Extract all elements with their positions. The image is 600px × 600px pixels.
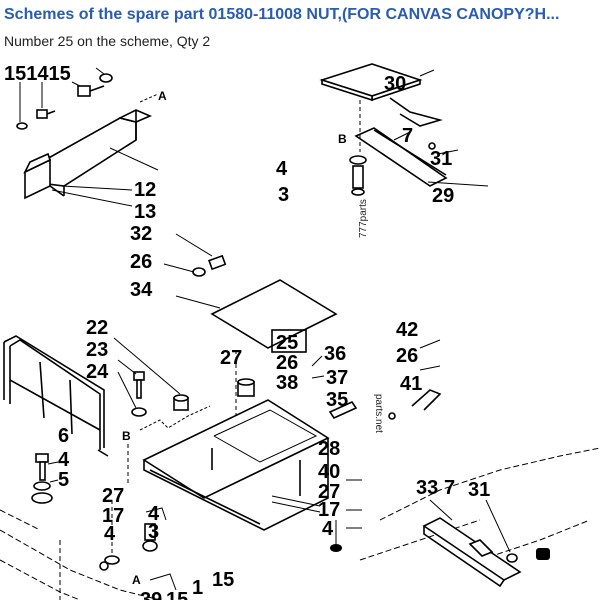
callout-33: 33 <box>416 477 438 499</box>
cover-plate-34 <box>163 233 338 349</box>
callout-4-upper: 4 <box>276 158 288 180</box>
callout-31-upper: 31 <box>430 148 452 170</box>
callout-1: 1 <box>192 577 203 599</box>
callout-6: 6 <box>58 425 69 447</box>
callout-27-right: 27 <box>318 481 340 503</box>
callout-23: 23 <box>86 339 108 361</box>
callout-4-lower-a: 4 <box>148 503 160 525</box>
bolt-washer-left <box>31 453 59 504</box>
watermark-777parts: 777parts <box>358 199 369 238</box>
bracket-41 <box>388 339 442 420</box>
mount-22-24 <box>113 337 211 431</box>
bolt-15-left <box>16 109 56 130</box>
callout-7-upper: 7 <box>402 125 413 147</box>
parts-scheme-diagram: 151415 A 12 13 30 7 31 29 B 4 3 777parts… <box>0 55 600 600</box>
callout-40: 40 <box>318 461 340 483</box>
callout-15-lower: 15 <box>212 569 234 591</box>
arrow-letter-b-lower: B <box>122 429 131 443</box>
callout-29: 29 <box>432 185 454 207</box>
callout-39: 39 <box>140 589 162 600</box>
callout-36: 36 <box>324 343 346 365</box>
bracket-33 <box>422 499 550 588</box>
bracket-assembly-left <box>16 67 159 207</box>
arrow-letter-a: A <box>158 89 167 103</box>
callout-27-lower: 27 <box>102 485 124 507</box>
bolt-stack-lower-left <box>104 500 167 565</box>
watermark-parts-net: parts.net <box>373 394 384 433</box>
callout-15-bottom: 15 <box>166 589 188 600</box>
floor-plate <box>142 399 330 531</box>
arrow-letter-a-lower: A <box>132 573 141 587</box>
callout-22: 22 <box>86 317 108 339</box>
plate-assembly-right <box>319 63 489 196</box>
callout-4-right: 4 <box>322 518 334 540</box>
nut-lower-right <box>330 520 342 552</box>
callout-38: 38 <box>276 372 298 394</box>
callout-3-upper: 3 <box>278 184 289 206</box>
callout-41: 41 <box>400 373 422 395</box>
callout-26-upper: 26 <box>130 251 152 273</box>
callout-28: 28 <box>318 438 340 460</box>
callout-4-lower-b: 4 <box>104 523 116 545</box>
callout-13: 13 <box>134 201 156 223</box>
callout-3-lower: 3 <box>148 521 159 543</box>
callout-4-left: 4 <box>58 449 70 471</box>
callout-17-right: 17 <box>318 499 340 521</box>
callout-31-lower: 31 <box>468 479 490 501</box>
highlight-box-25 <box>271 329 307 353</box>
callout-42: 42 <box>396 319 418 341</box>
callout-24: 24 <box>86 361 109 383</box>
callout-32: 32 <box>130 223 152 245</box>
bolt-14 <box>77 85 105 97</box>
callout-26-center: 26 <box>276 352 298 374</box>
callout-27-center: 27 <box>220 347 242 369</box>
callout-151415: 151415 <box>4 63 71 85</box>
callout-30: 30 <box>384 73 406 95</box>
arrow-letter-b-upper: B <box>338 132 347 146</box>
callout-25-highlight: 25 <box>276 332 298 354</box>
callout-5: 5 <box>58 469 69 491</box>
callout-37: 37 <box>326 367 348 389</box>
part-position-qty: Number 25 on the scheme, Qty 2 <box>4 33 211 49</box>
callout-26-right: 26 <box>396 345 418 367</box>
callout-7-lower: 7 <box>444 477 455 499</box>
callout-34: 34 <box>130 279 153 301</box>
base-frame <box>0 447 600 600</box>
page-title-link[interactable]: Schemes of the spare part 01580-11008 NU… <box>4 6 560 23</box>
callout-17-lower: 17 <box>102 505 124 527</box>
callout-12: 12 <box>134 179 156 201</box>
washer-15 <box>99 73 113 83</box>
railing-frame <box>3 335 109 457</box>
